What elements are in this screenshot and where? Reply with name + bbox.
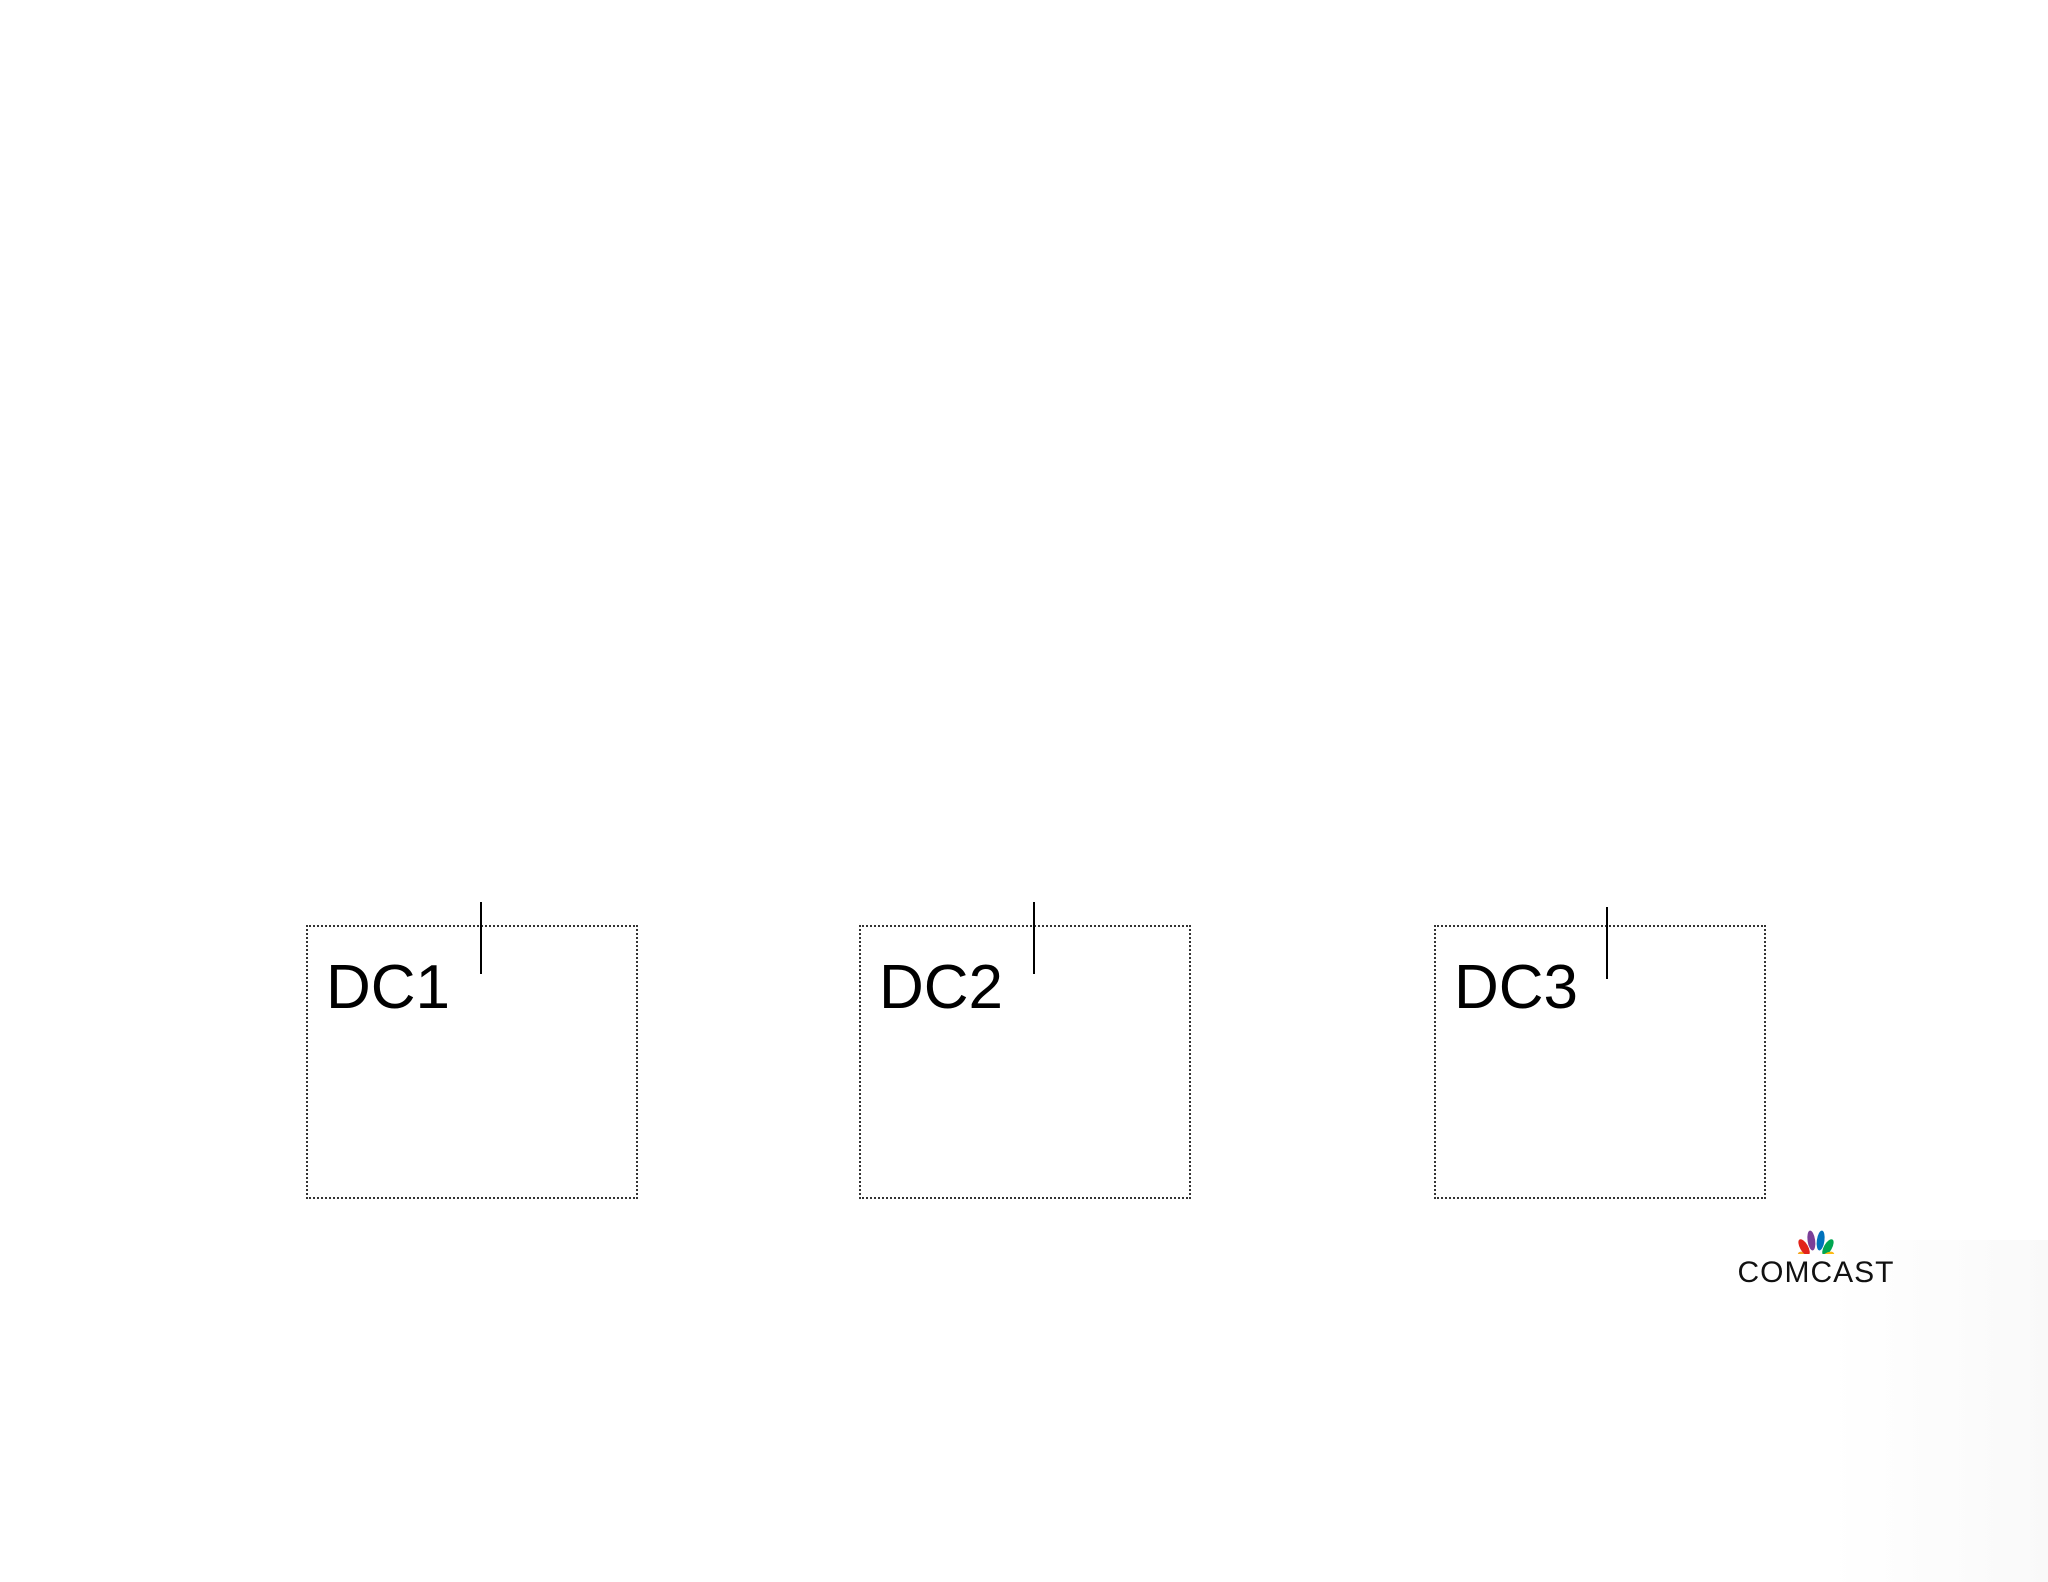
dc1-label: DC1	[326, 953, 451, 1022]
comcast-logo: COMCAST	[1736, 1226, 1896, 1290]
dc2-connector-line	[1033, 902, 1035, 974]
peacock-feather-3	[1807, 1230, 1816, 1251]
dc1-connector-line	[480, 902, 482, 974]
dc3-label: DC3	[1454, 953, 1579, 1022]
peacock-feather-2	[1798, 1239, 1810, 1254]
dc2-label: DC2	[879, 953, 1004, 1022]
logo-wordmark: COMCAST	[1737, 1256, 1895, 1289]
peacock-feather-5	[1822, 1239, 1834, 1254]
dc1-box: DC1	[306, 925, 638, 1199]
peacock-feather-4	[1816, 1230, 1825, 1251]
corner-shade	[1830, 1240, 2048, 1582]
dc3-box: DC3	[1434, 925, 1766, 1199]
peacock-icon	[1797, 1230, 1835, 1254]
dc2-box: DC2	[859, 925, 1191, 1199]
dc3-connector-line	[1606, 907, 1608, 979]
